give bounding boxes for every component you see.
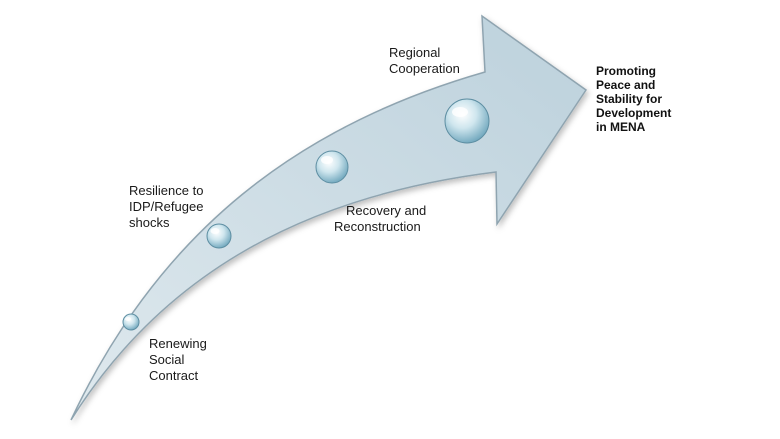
stage-bubble-renewing [122,313,140,331]
goal-label-line: Development [596,106,672,120]
stage-label-line: Cooperation [389,61,460,76]
stage-label-regional: Regional Cooperation [389,45,460,77]
stage-bubble-recovery [315,150,349,184]
goal-label-line: in MENA [596,120,646,134]
stage-label-line: Social [149,352,185,367]
goal-label-line: Promoting [596,64,656,78]
stage-label-line: shocks [129,215,170,230]
stage-label-line: Regional [389,45,441,60]
stage-label-line: Renewing [149,336,207,351]
stage-label-recovery: Recovery and Reconstruction [334,203,426,235]
stage-label-line: Resilience to [129,183,204,198]
goal-label-line: Peace and [596,78,656,92]
goal-label: Promoting Peace and Stability for Develo… [596,64,671,134]
goal-label-line: Stability for [596,92,663,106]
stage-label-line: Recovery and [346,203,427,218]
stage-label-line: IDP/Refugee [129,199,204,214]
stage-label-line: Contract [149,368,199,383]
stage-bubble-resilience [206,223,232,249]
stage-label-renewing: Renewing Social Contract [149,336,207,384]
stage-bubble-regional [444,98,490,144]
stage-label-resilience: Resilience to IDP/Refugee shocks [129,183,203,231]
stage-label-line: Reconstruction [334,219,421,234]
